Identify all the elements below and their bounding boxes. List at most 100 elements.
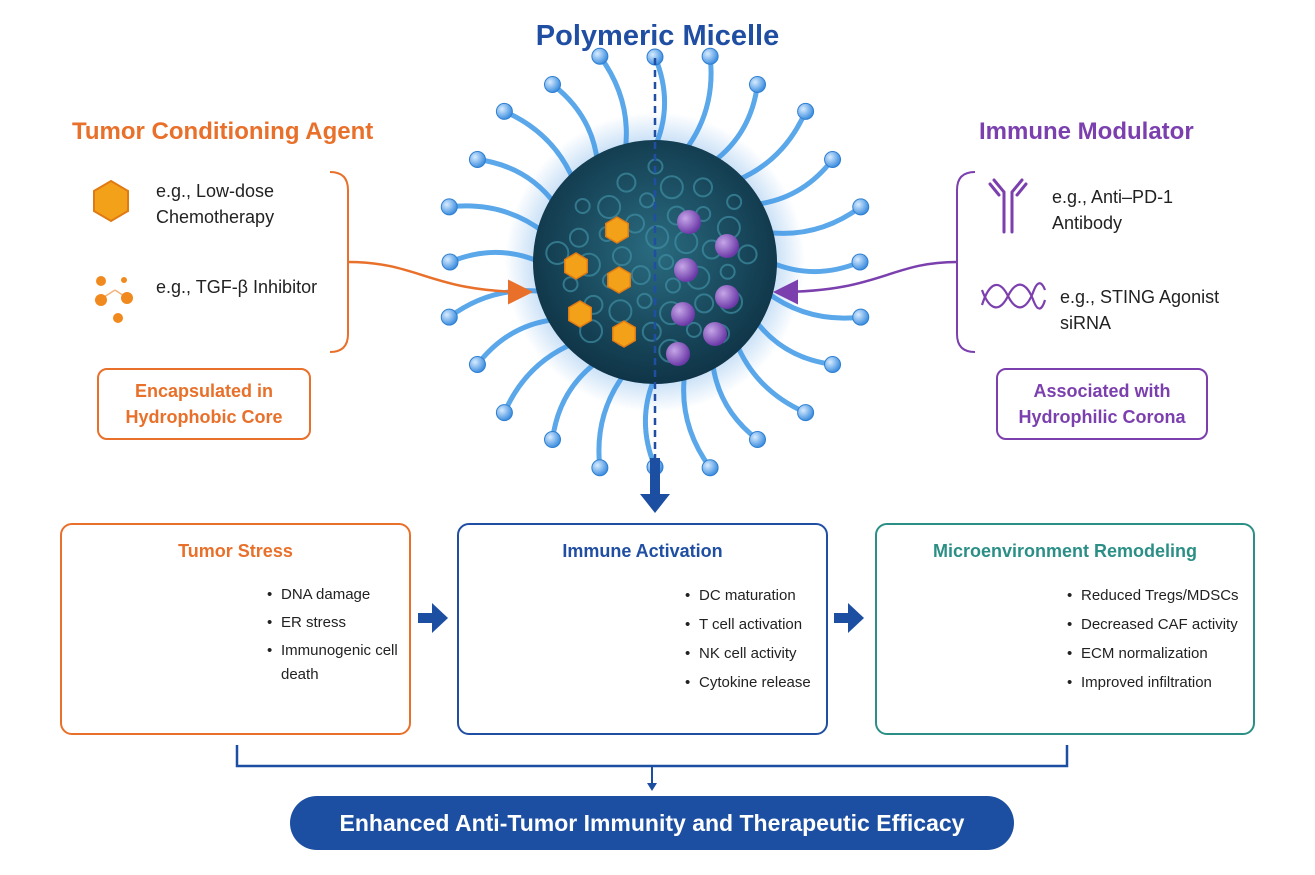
polymer-loop bbox=[694, 293, 715, 314]
panel-2-bullet-2: T cell activation bbox=[685, 610, 825, 639]
chain-end-bead bbox=[797, 404, 815, 422]
polymer-loop bbox=[726, 193, 743, 210]
chain-end-bead bbox=[591, 459, 609, 477]
polymer-loop bbox=[719, 263, 736, 280]
modulator-sphere bbox=[671, 302, 695, 326]
chain-end-bead bbox=[544, 431, 561, 449]
modulator-sphere bbox=[703, 322, 727, 346]
panel-tumor-stress: Tumor Stress DNA damage ER stress Immuno… bbox=[60, 523, 411, 735]
panel-3-title: Microenvironment Remodeling bbox=[932, 541, 1198, 561]
drug-hexagon bbox=[567, 300, 593, 328]
outcome-banner: Enhanced Anti-Tumor Immunity and Therape… bbox=[290, 796, 1014, 850]
panel-2-bullet-1: DC maturation bbox=[685, 581, 825, 610]
chain-end-bead bbox=[441, 253, 459, 271]
panel-2-bullet-4: Cytokine release bbox=[685, 668, 825, 697]
polymer-loop bbox=[685, 321, 702, 338]
drug-hexagon bbox=[611, 320, 637, 348]
panel-3-list: Reduced Tregs/MDSCs Decreased CAF activi… bbox=[1067, 581, 1252, 697]
convergence-arrowhead bbox=[647, 783, 657, 791]
down-arrow bbox=[640, 458, 670, 513]
left-tag-box: Encapsulated in Hydrophobic Core bbox=[97, 368, 311, 440]
polymer-loop bbox=[616, 172, 637, 193]
polymer-loop bbox=[737, 244, 758, 265]
chain-end-bead bbox=[824, 151, 842, 168]
polymer-loop bbox=[574, 197, 591, 214]
chain-end-bead bbox=[852, 198, 870, 216]
panel-2-list: DC maturation T cell activation NK cell … bbox=[685, 581, 825, 697]
chain-end-bead bbox=[852, 308, 870, 326]
panel-2-bullet-3: NK cell activity bbox=[685, 639, 825, 668]
hexagon-icon bbox=[93, 179, 129, 223]
core-drug-hexagons bbox=[563, 216, 637, 348]
chain-end-bead bbox=[701, 47, 719, 65]
polymer-loop bbox=[641, 321, 662, 342]
panel-1-bullet-1: DNA damage bbox=[267, 583, 407, 607]
convergence-bracket bbox=[235, 745, 1069, 768]
right-tag-text: Associated with Hydrophilic Corona bbox=[1018, 381, 1186, 427]
drug-hexagon bbox=[563, 252, 589, 280]
left-tag-text: Encapsulated in Hydrophobic Core bbox=[125, 381, 283, 427]
molecule-dots-icon bbox=[95, 276, 133, 323]
panel-1-list: DNA damage ER stress Immunogenic cell de… bbox=[267, 583, 407, 687]
chain-end-bead bbox=[851, 253, 869, 271]
chain-end-bead bbox=[797, 102, 815, 120]
panel-3-bullet-1: Reduced Tregs/MDSCs bbox=[1067, 581, 1252, 610]
left-item-2-text: e.g., TGF-β Inhibitor bbox=[156, 277, 318, 297]
chain-end-bead bbox=[468, 356, 486, 373]
chain-end-bead bbox=[495, 404, 513, 422]
panel-3-bullet-4: Improved infiltration bbox=[1067, 668, 1252, 697]
polymer-loop bbox=[659, 175, 684, 200]
panel-immune-activation: Immune Activation DC maturation T cell a… bbox=[457, 523, 828, 735]
polymer-loop bbox=[664, 277, 681, 294]
polymer-loop bbox=[636, 292, 653, 309]
right-arrow bbox=[773, 260, 958, 305]
polymer-loop bbox=[597, 195, 622, 220]
left-item-1-text: e.g., Low-dose Chemotherapy bbox=[156, 181, 275, 227]
polymer-loop bbox=[545, 240, 570, 265]
chain-end-bead bbox=[824, 356, 842, 373]
polymer-loop bbox=[645, 225, 670, 250]
right-item-2-text: e.g., STING Agonist siRNA bbox=[1060, 287, 1220, 333]
polymer-loop bbox=[638, 192, 655, 209]
polymer-loop bbox=[568, 227, 589, 248]
panel-arrow-1 bbox=[418, 603, 448, 633]
left-arrow bbox=[347, 260, 533, 305]
chain-end-bead bbox=[749, 431, 766, 449]
modulator-sphere bbox=[715, 234, 739, 258]
drug-hexagon bbox=[604, 216, 630, 244]
modulator-sphere bbox=[677, 210, 701, 234]
chain-end-bead bbox=[749, 75, 766, 93]
polymer-loop bbox=[630, 265, 651, 286]
right-tag-box: Associated with Hydrophilic Corona bbox=[996, 368, 1208, 440]
panel-2-title: Immune Activation bbox=[562, 541, 723, 561]
polymer-loop bbox=[562, 276, 579, 293]
panel-arrow-2 bbox=[834, 603, 864, 633]
chain-end-bead bbox=[440, 308, 458, 326]
right-item-1-text: e.g., Anti–PD-1 Antibody bbox=[1052, 187, 1174, 233]
right-bracket bbox=[956, 171, 976, 353]
panel-microenvironment-remodeling: Microenvironment Remodeling Reduced Treg… bbox=[875, 523, 1255, 735]
chain-end-bead bbox=[468, 151, 486, 168]
panel-3-bullet-2: Decreased CAF activity bbox=[1067, 610, 1252, 639]
panel-3-bullet-3: ECM normalization bbox=[1067, 639, 1252, 668]
corona-modulator-spheres bbox=[666, 210, 739, 366]
antibody-icon bbox=[988, 178, 1028, 234]
panel-1-bullet-3: Immunogenic cell death bbox=[267, 639, 399, 687]
panel-1-bullet-2: ER stress bbox=[267, 611, 407, 635]
modulator-sphere bbox=[666, 342, 690, 366]
drug-hexagon bbox=[606, 266, 632, 294]
chain-end-bead bbox=[440, 198, 458, 216]
modulator-sphere bbox=[715, 285, 739, 309]
polymer-loop bbox=[611, 246, 632, 267]
dna-helix-icon bbox=[980, 282, 1047, 310]
panel-1-title: Tumor Stress bbox=[178, 541, 293, 561]
outcome-text: Enhanced Anti-Tumor Immunity and Therape… bbox=[339, 809, 965, 836]
chain-end-bead bbox=[495, 102, 513, 120]
chain-end-bead bbox=[701, 459, 719, 477]
chain-end-bead bbox=[544, 75, 561, 93]
left-heading: Tumor Conditioning Agent bbox=[72, 118, 374, 145]
right-heading: Immune Modulator bbox=[979, 118, 1194, 145]
diagram-title: Polymeric Micelle bbox=[535, 20, 780, 52]
polymer-loop bbox=[658, 254, 675, 270]
polymer-loop bbox=[692, 177, 713, 198]
